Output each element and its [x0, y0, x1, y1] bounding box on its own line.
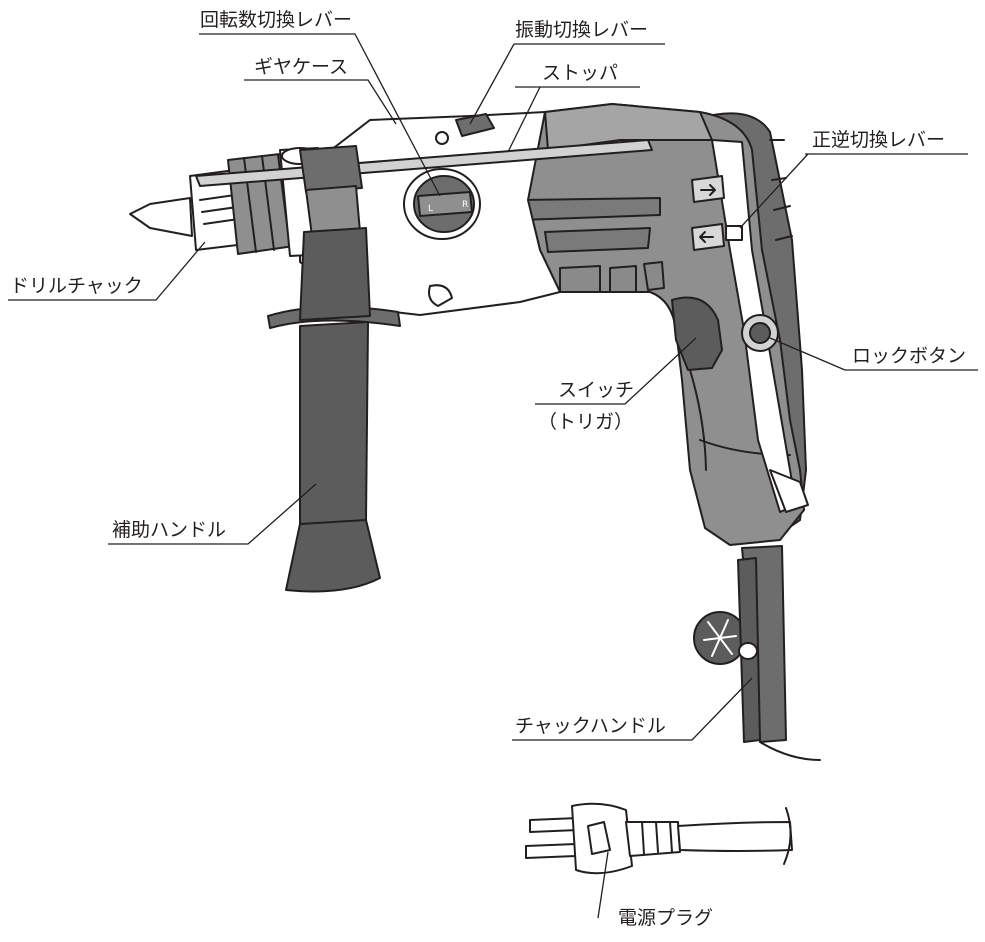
leader-chuck-handle [512, 677, 753, 741]
vibration-lever [455, 113, 495, 137]
label-chuck-handle: チャックハンドル [515, 715, 666, 737]
leader-lock-button [769, 337, 978, 371]
label-switch-trigger: （トリガ） [538, 411, 634, 433]
leader-speed-lever [199, 33, 441, 197]
label-vibration-change-lever: 振動切換レバー [515, 19, 649, 41]
leader-reverse-lever [739, 153, 968, 229]
drill-chuck [129, 147, 329, 257]
trigger-switch [671, 296, 723, 371]
label-power-plug: 電源プラグ [618, 907, 714, 929]
leader-vibration-lever [469, 43, 665, 125]
speed-change-dial [403, 168, 481, 240]
leader-drill-chuck [8, 241, 206, 301]
power-plug [525, 802, 793, 875]
leader-power-plug [597, 851, 609, 919]
label-gear-case: ギヤケース [254, 56, 349, 78]
lock-button [741, 314, 779, 352]
label-drill-chuck: ドリルチャック [10, 275, 143, 297]
label-speed-change-lever: 回転数切換レバー [200, 9, 353, 31]
label-lock-button: ロックボタン [852, 345, 967, 367]
label-reverse-change-lever: 正逆切換レバー [812, 129, 946, 151]
label-switch: スイッチ [558, 379, 635, 401]
label-side-handle: 補助ハンドル [112, 519, 227, 541]
depth-stopper [195, 139, 653, 193]
leader-switch [535, 337, 697, 405]
chuck-handle-key [693, 545, 821, 761]
dial-mark-right: R [462, 200, 469, 210]
side-handle [267, 185, 401, 593]
leader-gear-case [244, 79, 397, 125]
label-stopper: ストッパ [542, 62, 619, 84]
leader-side-handle [108, 483, 317, 545]
dial-mark-left: L [428, 204, 434, 214]
leader-stopper [507, 86, 640, 153]
